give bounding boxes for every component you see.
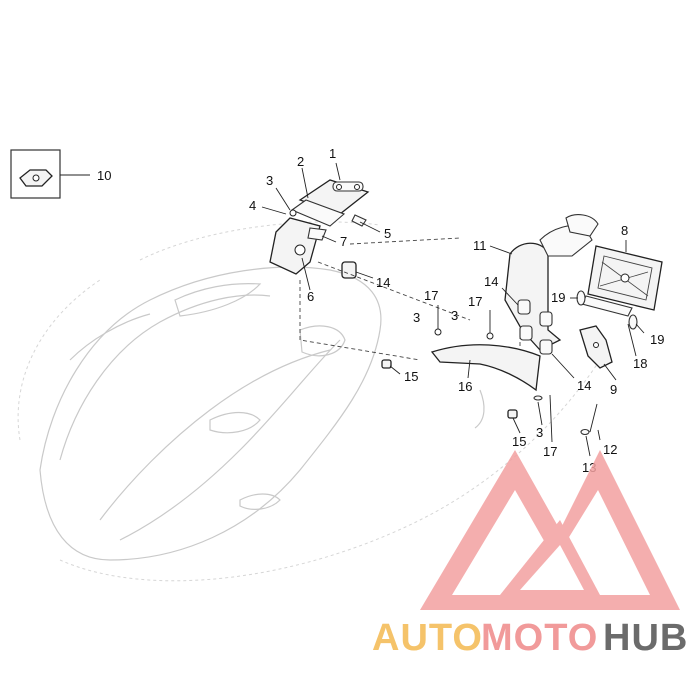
part-11-license-bracket bbox=[504, 214, 599, 355]
callout-14: 14 bbox=[484, 274, 498, 289]
part-14-spacer bbox=[341, 261, 357, 279]
callout-14: 14 bbox=[577, 378, 591, 393]
fasteners bbox=[381, 305, 598, 443]
callout-1: 1 bbox=[329, 146, 336, 161]
callout-19: 19 bbox=[650, 332, 664, 347]
rear-body-panel-outline bbox=[17, 221, 601, 582]
callout-15: 15 bbox=[404, 369, 418, 384]
watermark-auto: AUTO bbox=[372, 617, 483, 659]
callout-2: 2 bbox=[297, 154, 304, 169]
callout-6: 6 bbox=[307, 289, 314, 304]
callout-19: 19 bbox=[551, 290, 565, 305]
callout-3: 3 bbox=[536, 425, 543, 440]
callout-8: 8 bbox=[621, 223, 628, 238]
callout-17: 17 bbox=[543, 444, 557, 459]
callout-3: 3 bbox=[451, 308, 458, 323]
watermark-wordmark: AUTO MOTO HUB bbox=[372, 617, 688, 659]
callout-17: 17 bbox=[424, 288, 438, 303]
part-8-license-plate bbox=[587, 245, 663, 311]
part-9-bracket bbox=[579, 325, 613, 369]
part-18-19-plate-hardware bbox=[576, 290, 638, 330]
watermark-logo bbox=[420, 450, 680, 610]
callout-16: 16 bbox=[458, 379, 472, 394]
callout-15: 15 bbox=[512, 434, 526, 449]
callout-5: 5 bbox=[384, 226, 391, 241]
assembly-dash-lines bbox=[299, 237, 521, 361]
callout-12: 12 bbox=[603, 442, 617, 457]
callout-7: 7 bbox=[340, 234, 347, 249]
callout-14: 14 bbox=[376, 275, 390, 290]
watermark-moto: MOTO bbox=[481, 617, 598, 659]
callout-17: 17 bbox=[468, 294, 482, 309]
callout-3: 3 bbox=[413, 310, 420, 325]
part-16-lower-brace bbox=[430, 344, 541, 429]
callout-leaders bbox=[261, 162, 645, 457]
callout-labels: 10 1 2 3 4 5 7 6 14 11 8 14 17 17 19 3 3… bbox=[97, 146, 664, 475]
part-10-clip bbox=[10, 149, 90, 199]
part-1-2-light-assembly bbox=[269, 179, 370, 275]
callout-9: 9 bbox=[610, 382, 617, 397]
callout-11: 11 bbox=[473, 238, 487, 253]
callout-18: 18 bbox=[633, 356, 647, 371]
callout-10: 10 bbox=[97, 168, 111, 183]
watermark-hub: HUB bbox=[603, 617, 688, 659]
callout-4: 4 bbox=[249, 198, 256, 213]
callout-3: 3 bbox=[266, 173, 273, 188]
